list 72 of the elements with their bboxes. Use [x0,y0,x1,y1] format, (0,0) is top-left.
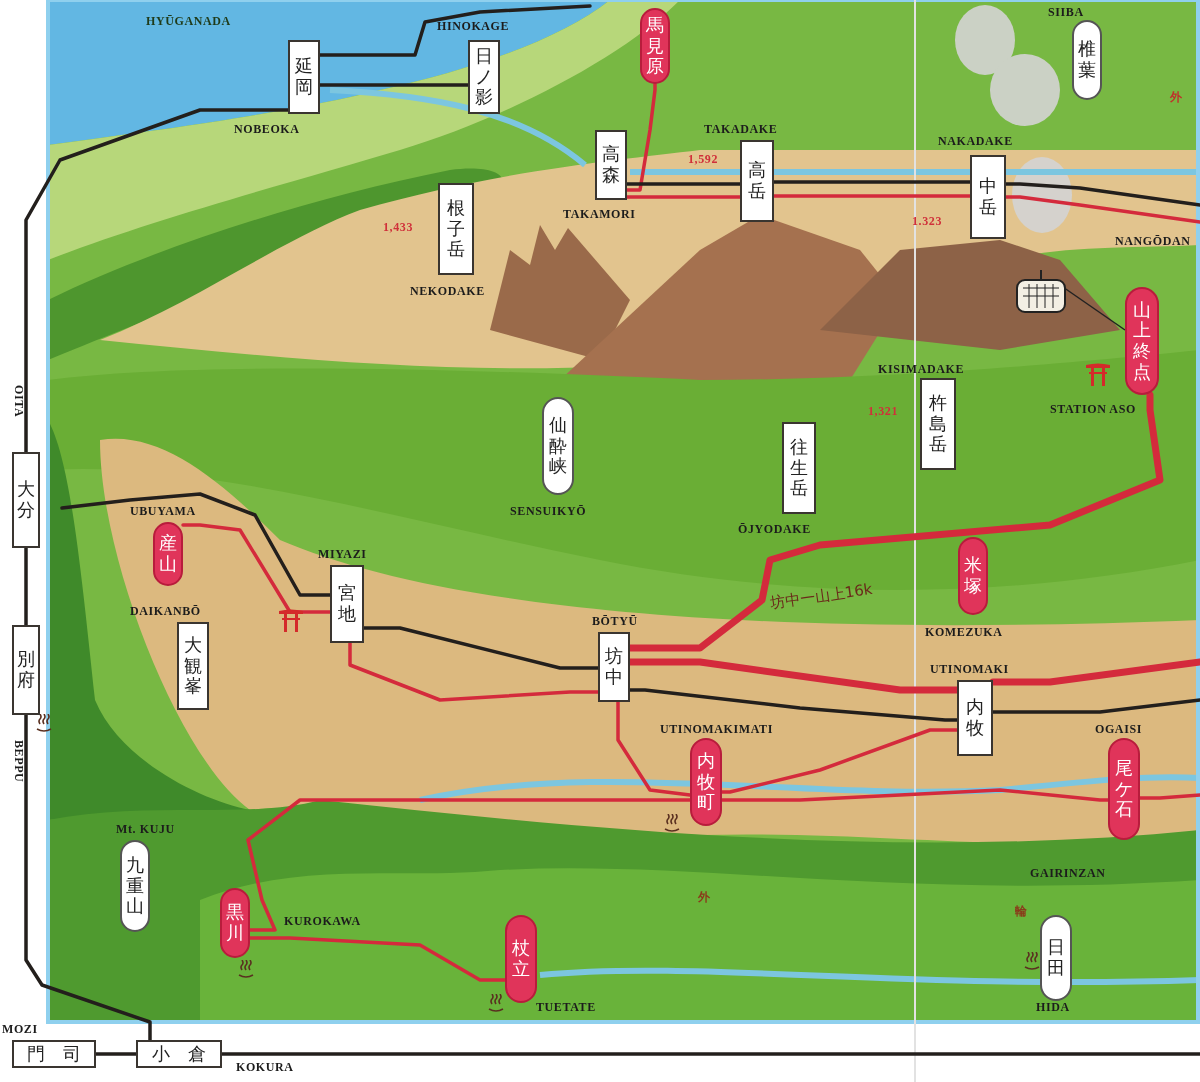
route-line [246,798,692,932]
map-label: GAIRINZAN [1030,865,1106,882]
station-sign: 別府 [12,625,40,715]
stop-sign: 山上終点 [1125,287,1159,395]
stop-sign: 内牧町 [690,738,722,826]
map-label: 外 [1170,89,1183,106]
station-sign: 中岳 [970,155,1006,239]
place-name: Mt. KUJU [116,821,175,838]
map-label: 1,433 [383,219,413,236]
map-label: 外 [698,889,711,906]
station-sign: 根子岳 [438,183,474,275]
station-sign: 門司 [12,1040,96,1068]
station-sign: 往生岳 [782,422,816,514]
place-name: NAKADAKE [938,133,1013,150]
place-name: TUETATE [536,999,596,1016]
place-name: UTINOMAKIMATI [660,721,773,738]
station-sign: 坊中 [598,632,630,702]
route-line [24,546,28,627]
stop-sign: 米塚 [958,537,988,615]
station-sign: 小倉 [136,1040,222,1068]
map-label: 1,592 [688,151,718,168]
place-name: TAKADAKE [704,121,778,138]
place-name: STATION ASO [1050,401,1136,418]
station-sign: 内牧 [957,680,993,756]
route-line [989,658,1200,686]
place-name: OITA [11,385,27,418]
stop-sign: 産山 [153,522,183,586]
station-sign: 高岳 [740,140,774,222]
place-name: BŌTYŪ [592,613,638,630]
place-name: HINOKAGE [437,18,510,35]
station-sign: 椎葉 [1072,20,1102,100]
map-label: 1,321 [868,403,898,420]
place-name: SIIBA [1048,4,1084,21]
place-name: ŌJYODAKE [738,521,811,538]
place-name: OGAISI [1095,721,1142,738]
place-name: UTINOMAKI [930,661,1009,678]
map-label: NANGŌDAN [1115,233,1191,250]
stop-sign: 黒川 [220,888,250,958]
station-sign: 九重山 [120,840,150,932]
place-name: NOBEOKA [234,121,300,138]
route-line [616,700,692,797]
station-sign: 杵島岳 [920,378,956,470]
place-name: KOKURA [236,1059,294,1076]
station-sign: 延岡 [288,40,320,114]
route-line [60,492,332,597]
place-name: UBUYAMA [130,503,196,520]
place-name: DAIKANBŌ [130,603,201,620]
route-line [24,713,152,1042]
stop-sign: 杖立 [505,915,537,1003]
station-sign: 大観峯 [177,622,209,710]
stop-sign: 尾ケ石 [1108,738,1140,840]
stop-sign: 馬見原 [640,8,670,84]
place-name: KOMEZUKA [925,624,1003,641]
station-sign: 日田 [1040,915,1072,1001]
station-sign: 高森 [595,130,627,200]
place-name: MIYAZI [318,546,367,563]
station-sign: 宮地 [330,565,364,643]
route-line [348,641,600,702]
map-label: HYŪGANADA [146,13,231,30]
station-sign: 日ノ影 [468,40,500,114]
route-label: 坊中一山上16k [768,578,874,615]
route-line [24,108,290,454]
place-name: KUROKAWA [284,913,361,930]
place-name: HIDA [1036,999,1070,1016]
station-sign: 仙酔峡 [542,397,574,495]
map-label: 輪 [1015,903,1028,920]
station-sign: 大分 [12,452,40,548]
place-name: MOZI [2,1021,38,1038]
place-name: SENSUIKYŌ [510,503,587,520]
place-name: TAKAMORI [563,206,636,223]
place-name: BEPPU [11,740,27,783]
place-name: NEKODAKE [410,283,485,300]
